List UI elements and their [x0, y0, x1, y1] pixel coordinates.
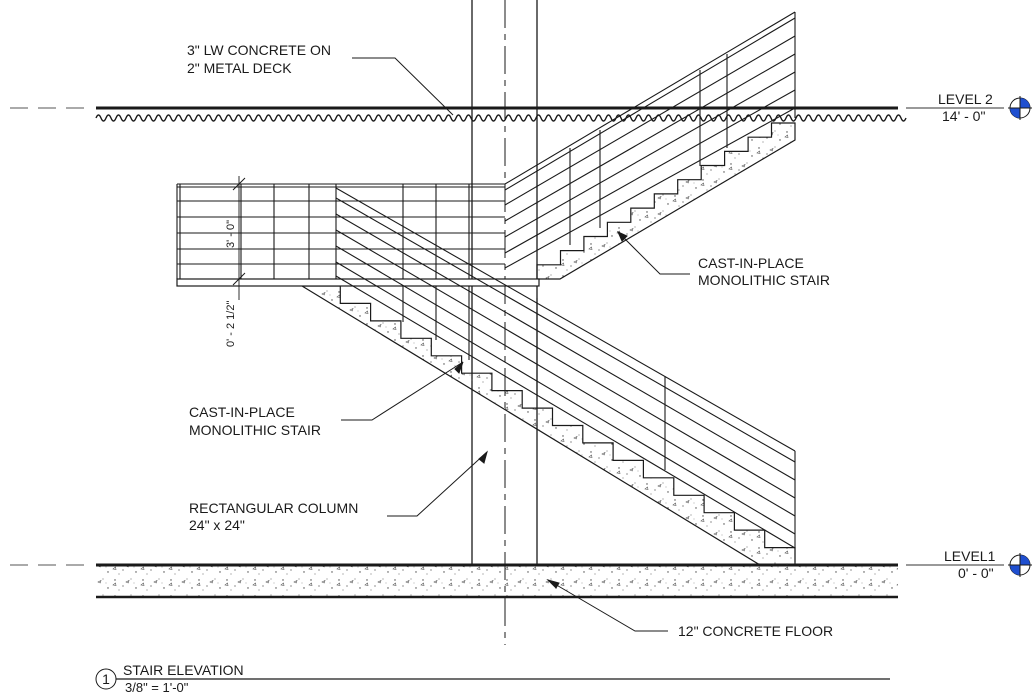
- stair-landing: [176, 278, 540, 287]
- concrete-floor-slab: [10, 563, 1004, 599]
- column-note-line1: RECTANGULAR COLUMN: [189, 500, 358, 516]
- view-title-text: STAIR ELEVATION: [123, 662, 244, 678]
- upper-stair-note-line1: CAST-IN-PLACE: [698, 255, 804, 271]
- leader-lines: [341, 57, 690, 632]
- level-target-icon: [1008, 553, 1032, 577]
- landing-thickness-label: 0' - 2 1/2": [225, 301, 237, 347]
- deck-note-line1: 3" LW CONCRETE ON: [187, 42, 331, 58]
- lower-flight-railing: [335, 187, 796, 562]
- lower-stair-note-line2: MONOLITHIC STAIR: [189, 422, 321, 438]
- railing-height-dimension: 3' - 0": [225, 176, 246, 290]
- level1-marker: LEVEL1 0' - 0": [944, 548, 1032, 581]
- view-number: 1: [102, 671, 110, 687]
- level-target-icon: [1008, 96, 1032, 120]
- level2-marker: LEVEL 2 14' - 0": [938, 91, 1032, 124]
- upper-stair-flight: [536, 122, 796, 280]
- level2-deck: [10, 106, 1004, 122]
- level2-name: LEVEL 2: [938, 91, 993, 107]
- view-title: 1 STAIR ELEVATION 3/8" = 1'-0": [95, 662, 890, 694]
- level1-name: LEVEL1: [944, 548, 996, 564]
- lower-stair-flight: [299, 285, 796, 566]
- landing-thickness-dimension: 0' - 2 1/2": [225, 290, 240, 347]
- upper-flight-railing: [504, 11, 796, 269]
- column-note-line2: 24" x 24": [189, 517, 245, 533]
- upper-stair-note-line2: MONOLITHIC STAIR: [698, 272, 830, 288]
- lower-stair-note-line1: CAST-IN-PLACE: [189, 404, 295, 420]
- floor-note: 12" CONCRETE FLOOR: [678, 623, 833, 639]
- level2-elevation: 14' - 0": [942, 108, 985, 124]
- rectangular-column: [471, 0, 538, 645]
- level1-elevation: 0' - 0": [958, 565, 994, 581]
- deck-note-line2: 2" METAL DECK: [187, 60, 292, 76]
- view-scale: 3/8" = 1'-0": [125, 680, 189, 694]
- landing-railing: [176, 183, 505, 279]
- railing-height-label: 3' - 0": [225, 220, 237, 248]
